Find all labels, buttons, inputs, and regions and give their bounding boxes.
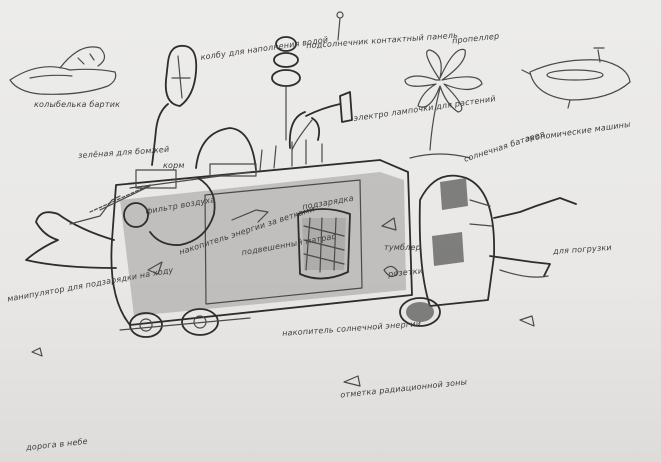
cable-bundle xyxy=(135,111,323,189)
lamp-sketch xyxy=(291,91,353,151)
lens-panel-sketch xyxy=(271,11,344,141)
net-basket xyxy=(297,208,351,280)
switch-symbol xyxy=(381,217,397,231)
radiation-marker xyxy=(343,375,361,387)
leaf-collector-sketch xyxy=(151,44,198,166)
bird-neck xyxy=(149,177,216,246)
label-top-left-boat: колыбелька бартик xyxy=(34,100,121,109)
ground-mark-right xyxy=(519,315,535,327)
front-arms xyxy=(489,197,577,278)
ground-mark-left xyxy=(31,347,43,357)
filter-circle xyxy=(123,202,149,228)
rear-manipulator xyxy=(25,195,121,269)
wheels xyxy=(119,297,441,338)
socket-symbol xyxy=(383,265,399,278)
front-cab xyxy=(418,174,495,307)
vehicle-body xyxy=(89,159,413,326)
flying-boat-sketch xyxy=(9,46,117,95)
bird-beak xyxy=(231,209,269,223)
propeller-flower-sketch xyxy=(404,48,483,159)
label-switch: тумблер xyxy=(384,243,421,252)
hover-machine-sketch xyxy=(521,47,631,109)
label-feed: корм xyxy=(163,161,185,170)
